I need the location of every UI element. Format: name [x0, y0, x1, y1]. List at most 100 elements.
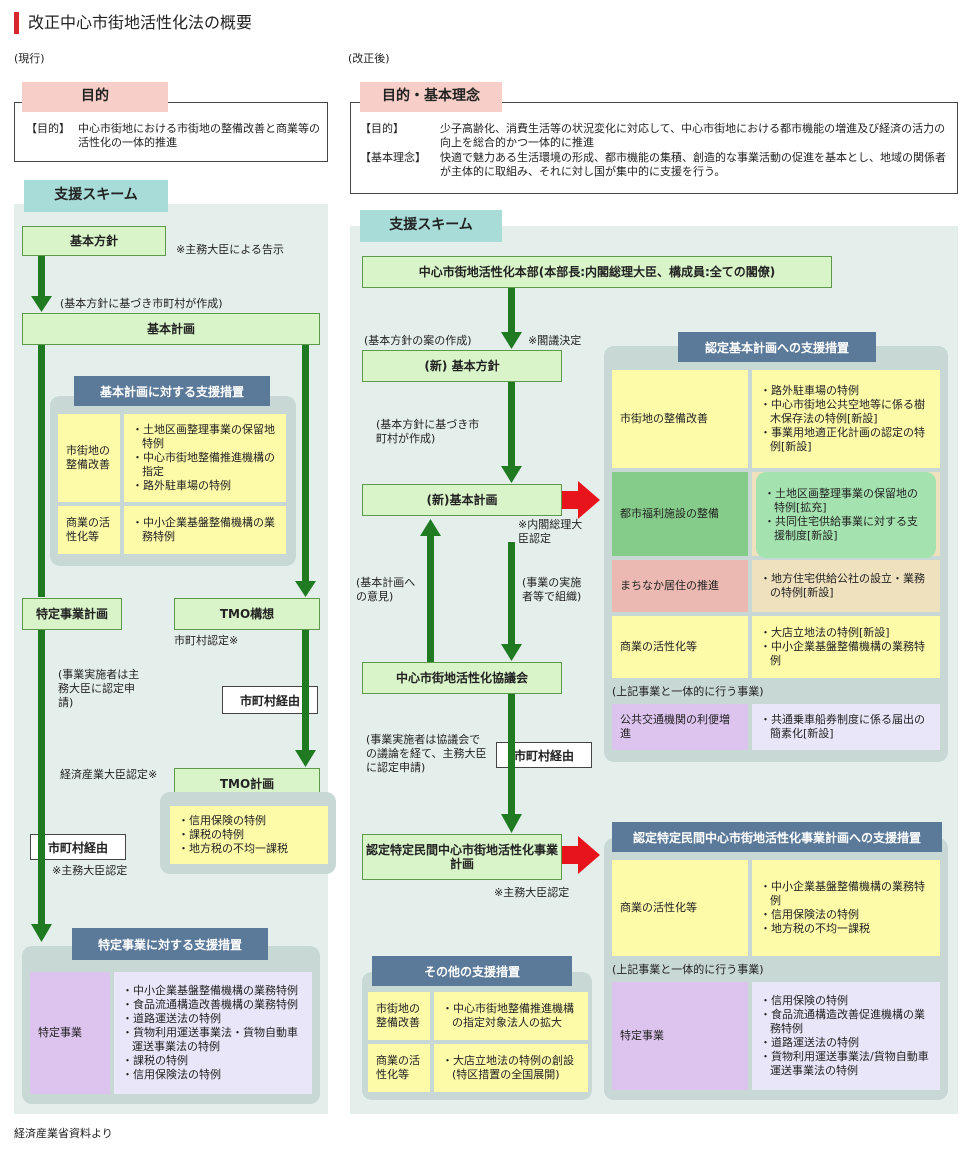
right-arrow-head-4 — [501, 814, 522, 833]
right-other-cell: ・大店立地法の特例の創設(特区措置の全国展開) — [434, 1044, 588, 1092]
right-support2-ittai: (上記事業と一体的に行う事業) — [612, 963, 764, 976]
left-basic-support-label: 商業の活性化等 — [58, 506, 120, 554]
tmo-shaft — [302, 630, 309, 752]
left-purpose-header: 目的 — [22, 82, 168, 112]
tmo-head — [295, 750, 316, 767]
left-basic-support-cell: ・中小企業基盤整備機構の業務特例 — [124, 506, 286, 554]
right-up-head — [420, 519, 441, 536]
list-item: ・課税の特例 — [178, 828, 244, 841]
list-item: ・貨物利用運送事業法・貨物自動車運送事業法の特例 — [122, 1026, 298, 1053]
list-item: ・課税の特例 — [122, 1054, 188, 1067]
right-kyogikai: 中心市街地活性化協議会 — [362, 662, 562, 694]
left-arrow-shaft — [38, 256, 45, 298]
left-tokutei-support-header: 特定事業に対する支援措置 — [72, 928, 268, 960]
right-arrow-shaft-4 — [508, 694, 515, 816]
left-basic-support-header: 基本計画に対する支援措置 — [74, 376, 270, 406]
right-purpose-box — [350, 102, 958, 194]
title-accent-bar — [14, 12, 19, 34]
right-arrow-head-1 — [501, 332, 522, 349]
left-tokutei-label: 特定事業 — [30, 972, 110, 1094]
right-support2-tokutei-cell: ・信用保険の特例 ・食品流通構造改善促進機構の業務特例 ・道路運送法の特例 ・貨… — [752, 982, 940, 1090]
list-item: ・土地区画整理事業の保留地特例 — [132, 423, 275, 450]
left-right-head — [295, 581, 316, 597]
revised-label: (改正後) — [348, 52, 390, 65]
left-jigyo-note: (事業実施者は主務大臣に認定申請) — [58, 668, 140, 709]
right-other-label: 商業の活性化等 — [368, 1044, 430, 1092]
list-item: ・地方税の不均一課税 — [760, 922, 870, 935]
right-arrow-shaft-2 — [508, 382, 515, 468]
list-item: ・土地区画整理事業の保留地の特例[拡充] — [764, 487, 918, 514]
list-item: ・道路運送法の特例 — [760, 1036, 859, 1049]
left-shumu-nintei: ※主務大臣認定 — [52, 864, 128, 877]
right-note-kakugi: ※閣議決定 — [528, 334, 582, 347]
right-purpose-header: 目的・基本理念 — [360, 82, 502, 112]
left-trunk-shaft — [38, 345, 45, 597]
right-honbu: 中心市街地活性化本部(本部長:内閣総理大臣、構成員:全ての閣僚) — [362, 256, 832, 288]
left-tmo-kousou: TMO構想 — [174, 598, 320, 630]
right-support1-cell: ・地方住宅供給公社の設立・業務の特例[新設] — [752, 560, 940, 612]
right-support1-label: まちなか居住の推進 — [612, 560, 748, 612]
left-scheme-header: 支援スキーム — [24, 180, 168, 212]
list-item: ・信用保険法の特例 — [122, 1068, 221, 1081]
page-title: 改正中心市街地活性化法の概要 — [28, 13, 253, 32]
right-scheme-header: 支援スキーム — [360, 210, 502, 242]
list-item: ・路外駐車場の特例 — [760, 384, 859, 397]
right-arrow-head-2 — [501, 466, 522, 483]
right-kihon-houshin: (新) 基本方針 — [362, 350, 562, 382]
list-item: ・中心市街地整備推進機構の指定 — [132, 451, 275, 478]
list-item: ・中心市街地整備推進機構の指定対象法人の拡大 — [442, 1002, 574, 1029]
left-purpose-box — [14, 102, 328, 162]
list-item: ・路外駐車場の特例 — [132, 479, 231, 492]
right-purpose-key: 【目的】 — [360, 122, 404, 135]
right-support2-label: 商業の活性化等 — [612, 860, 748, 956]
right-support1-cell: ・大店立地法の特例[新設] ・中小企業基盤整備機構の業務特例 — [752, 616, 940, 678]
list-item: ・中小企業基盤整備機構の業務特例 — [760, 880, 925, 907]
left-purpose-text: 中心市街地における市街地の整備改善と商業等の活性化の一体的推進 — [78, 122, 320, 149]
right-note-naikaku: ※内閣総理大臣認定 — [518, 518, 583, 545]
list-item: ・地方住宅供給公社の設立・業務の特例[新設] — [760, 572, 925, 599]
right-support1-label: 市街地の整備改善 — [612, 370, 748, 468]
left-basic-support-cell: ・土地区画整理事業の保留地特例 ・中心市街地整備推進機構の指定 ・路外駐車場の特… — [124, 414, 286, 502]
right-arrow-head-3 — [501, 644, 522, 661]
right-support2-header: 認定特定民間中心市街地活性化事業計画への支援措置 — [612, 822, 942, 852]
right-support2-cell: ・中小企業基盤整備機構の業務特例 ・信用保険法の特例 ・地方税の不均一課税 — [752, 860, 940, 956]
source-note: 経済産業省資料より — [14, 1127, 113, 1140]
list-item: ・信用保険法の特例 — [760, 908, 859, 921]
list-item: ・大店立地法の特例[新設] — [760, 626, 890, 639]
right-support1-ittai: (上記事業と一体的に行う事業) — [612, 685, 764, 698]
right-arrow-shaft-3 — [508, 542, 515, 646]
list-item: ・中小企業基盤整備機構の業務特例 — [760, 640, 925, 667]
left-trunk-shaft-2 — [38, 630, 45, 926]
list-item: ・食品流通構造改善促進機構の業務特例 — [760, 1008, 925, 1035]
right-up-shaft — [427, 534, 434, 662]
left-keisan-nintei: 経済産業大臣認定※ — [60, 768, 158, 781]
right-note-iken: (基本計画への意見) — [356, 576, 416, 603]
left-trunk-head — [31, 924, 52, 942]
list-item: ・地方税の不均一課税 — [178, 842, 288, 855]
left-kihon-keikaku: 基本計画 — [22, 313, 320, 345]
list-item: ・中心市街地公共空地等に係る樹木保存法の特例[新設] — [760, 398, 925, 425]
list-item: ・事業用地適正化計画の認定の特例[新設] — [760, 426, 925, 453]
right-support2-tokutei-label: 特定事業 — [612, 982, 748, 1090]
list-item: ・信用保険の特例 — [178, 814, 266, 827]
list-item: ・道路運送法の特例 — [122, 1012, 221, 1025]
right-note-shumu: ※主務大臣認定 — [494, 886, 570, 899]
left-right-shaft — [302, 345, 309, 583]
right-other-label: 市街地の整備改善 — [368, 992, 430, 1040]
right-support1-label: 都市福利施設の整備 — [612, 472, 748, 556]
left-kihon-houshin-note: ※主務大臣による告示 — [176, 243, 284, 256]
right-rinen-key: 【基本理念】 — [360, 151, 426, 164]
left-shichoson-keiyu-2: 市町村経由 — [30, 834, 126, 860]
right-support1-label: 商業の活性化等 — [612, 616, 748, 678]
right-other-support-header: その他の支援措置 — [372, 956, 572, 986]
list-item: ・中小企業基盤整備機構の業務特例 — [132, 516, 275, 543]
left-shichoson-nintei: 市町村認定※ — [174, 634, 239, 647]
right-note-jigyo: (事業実施者は協議会での議論を経て、主務大臣に認定申請) — [366, 733, 487, 774]
right-support1-kotsu-cell: ・共通乗車船券制度に係る届出の簡素化[新設] — [752, 704, 940, 750]
list-item: ・共通乗車船券制度に係る届出の簡素化[新設] — [760, 713, 925, 740]
left-tokutei-cell: ・中小企業基盤整備機構の業務特例 ・食品流通構造改善機構の業務特例 ・道路運送法… — [114, 972, 312, 1094]
left-tokutei-jigyo-keikaku: 特定事業計画 — [22, 598, 122, 630]
list-item: ・信用保険の特例 — [760, 994, 848, 1007]
left-basic-support-label: 市街地の整備改善 — [58, 414, 120, 502]
left-arrow-head — [31, 296, 52, 312]
